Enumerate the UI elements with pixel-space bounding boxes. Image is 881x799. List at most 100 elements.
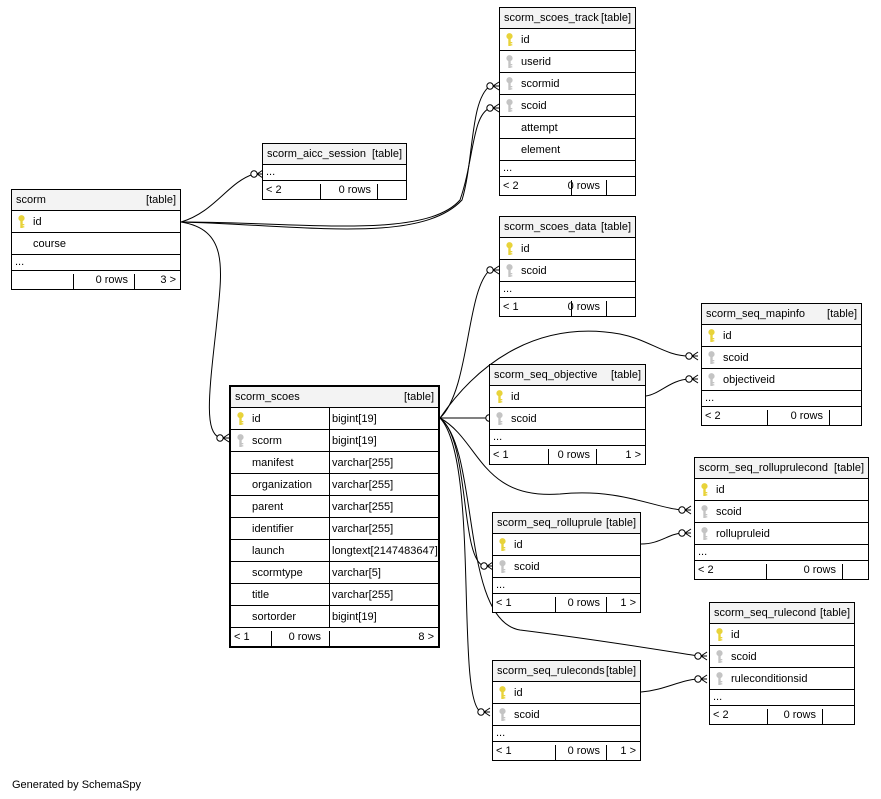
table-name: scorm_seq_mapinfo (706, 308, 806, 320)
footer-divider (606, 180, 607, 195)
cardinality-circle (480, 562, 488, 570)
cardinality-circle (694, 652, 702, 660)
children-count[interactable]: 1 > (625, 449, 641, 461)
footer-divider (596, 449, 597, 464)
more-columns-indicator: ... (695, 545, 868, 561)
column-name: id (511, 391, 520, 403)
column-row[interactable]: userid (500, 51, 635, 73)
column-row[interactable]: course (12, 233, 180, 255)
parents-count[interactable]: < 1 (234, 631, 250, 643)
column-name: scoid (521, 100, 547, 112)
parents-count[interactable]: < 1 (503, 301, 519, 313)
column-name: objectiveid (723, 374, 775, 386)
column-row[interactable]: ruleconditionsid (710, 668, 854, 690)
table-name: scorm_seq_rolluprulecond (699, 462, 829, 474)
column-row[interactable]: id (12, 211, 180, 233)
column-row[interactable]: attempt (500, 117, 635, 139)
crows-foot (684, 505, 692, 515)
foreign-key-icon (506, 264, 513, 278)
column-row[interactable]: element (500, 139, 635, 161)
column-row[interactable]: scoid (702, 347, 861, 369)
footer-divider (606, 745, 607, 760)
footer-divider (829, 410, 830, 425)
column-row[interactable]: scoid (493, 556, 640, 578)
parents-count[interactable]: < 2 (266, 184, 282, 196)
table-name: scorm_aicc_session (267, 148, 367, 160)
children-count[interactable]: 3 > (160, 274, 176, 286)
column-row[interactable]: id (695, 479, 868, 501)
column-row[interactable]: scoid (493, 704, 640, 726)
crows-foot (492, 265, 500, 275)
primary-key-icon (499, 686, 506, 700)
column-row[interactable]: id (500, 29, 635, 51)
parents-count[interactable]: < 2 (705, 410, 721, 422)
foreign-key-icon (708, 373, 715, 387)
row-count: 0 rows (783, 709, 816, 721)
children-count[interactable]: 1 > (620, 597, 636, 609)
column-type: varchar[255] (332, 523, 394, 535)
parents-count[interactable]: < 2 (503, 180, 519, 192)
column-row[interactable]: id (493, 534, 640, 556)
column-row[interactable]: scoid (490, 408, 645, 430)
table-header: scorm_seq_objective[table] (490, 365, 645, 386)
column-row[interactable]: objectiveid (702, 369, 861, 391)
relationship-edge (645, 378, 690, 397)
column-row[interactable]: scoid (710, 646, 854, 668)
table-name: scorm_scoes_data (504, 221, 597, 233)
children-count[interactable]: 1 > (620, 745, 636, 757)
primary-key-icon (237, 412, 244, 426)
parents-count[interactable]: < 1 (496, 745, 512, 757)
column-name: title (252, 589, 270, 601)
column-row[interactable]: id (500, 238, 635, 260)
column-row[interactable]: scormid (500, 73, 635, 95)
parents-count[interactable]: < 2 (698, 564, 714, 576)
column-row[interactable]: id (710, 624, 854, 646)
table-name: scorm_scoes (235, 391, 300, 403)
column-name: scorm (252, 435, 282, 447)
column-row[interactable]: id (702, 325, 861, 347)
footer-divider (606, 597, 607, 612)
table-type-tag: [table] (834, 462, 864, 474)
column-row[interactable]: scoid (695, 501, 868, 523)
primary-key-icon (716, 628, 723, 642)
table-name: scorm_seq_objective (494, 369, 598, 381)
column-row[interactable]: id (490, 386, 645, 408)
parents-count[interactable]: < 1 (493, 449, 509, 461)
parents-count[interactable]: < 1 (496, 597, 512, 609)
parents-count[interactable]: < 2 (713, 709, 729, 721)
column-row[interactable]: scoid (500, 260, 635, 282)
footer-divider (767, 410, 768, 425)
column-row[interactable]: id (493, 682, 640, 704)
column-row[interactable]: rollupruleid (695, 523, 868, 545)
column-row[interactable]: scoid (500, 95, 635, 117)
column-name: element (521, 144, 561, 156)
cardinality-circle (216, 434, 224, 442)
table-header: scorm_scoes[table] (231, 387, 438, 408)
children-count[interactable]: 8 > (418, 631, 434, 643)
footer-divider (134, 274, 135, 289)
